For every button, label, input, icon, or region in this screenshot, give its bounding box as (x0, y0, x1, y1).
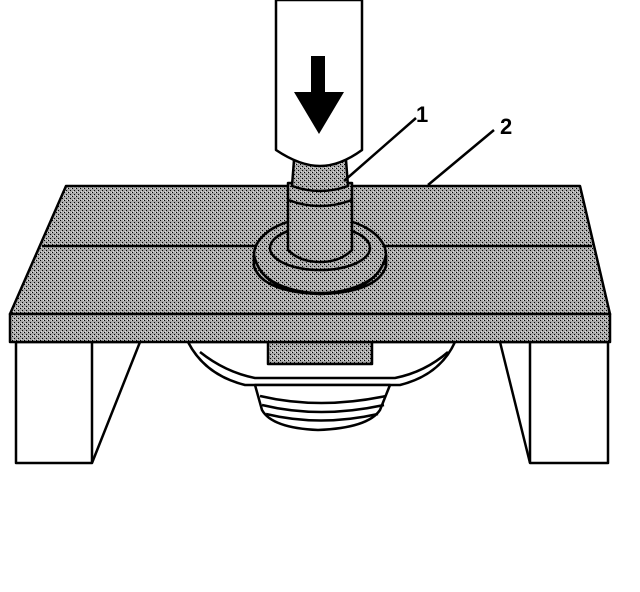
right-support-block (498, 340, 610, 465)
callout-1: 1 (416, 102, 428, 127)
left-support-block (14, 340, 142, 465)
down-arrow-icon (294, 56, 344, 134)
leader-lines (343, 117, 495, 186)
leader-line-2 (427, 129, 495, 186)
leader-line-1 (343, 117, 417, 182)
housing-body (186, 340, 457, 432)
callout-2: 2 (500, 114, 512, 139)
